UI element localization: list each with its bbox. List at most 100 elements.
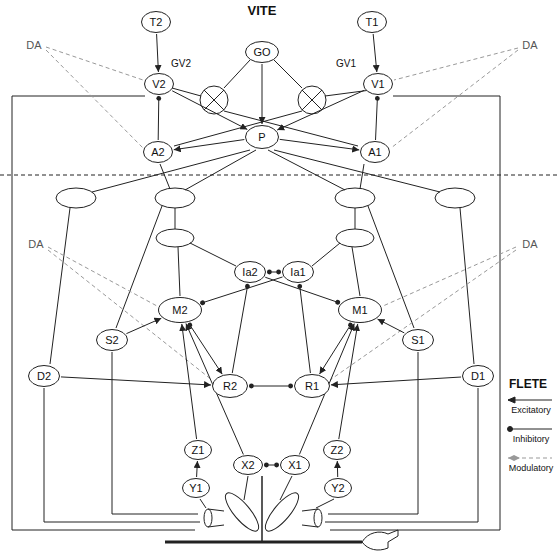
node-ellipse (403, 330, 434, 351)
neuron-node: V1 (363, 73, 393, 95)
node-ellipse (324, 441, 351, 460)
node-label: T2 (141, 11, 171, 33)
unit (435, 188, 475, 208)
synapse-connector (373, 34, 377, 72)
hand (362, 530, 398, 550)
muscle (260, 488, 303, 535)
muscle (220, 488, 263, 535)
node-ellipse (234, 456, 263, 475)
synapse-connector (299, 284, 310, 373)
node-label: S1 (402, 329, 434, 351)
node-ellipse (295, 375, 330, 398)
spindle (302, 509, 318, 527)
feedback-wire (200, 476, 334, 508)
node-label: Y1 (182, 478, 210, 498)
synapse-connector (337, 461, 338, 477)
model-title: FLETE (509, 377, 547, 391)
neuron-node: Ia1 (282, 261, 314, 283)
limb-bar (165, 541, 362, 544)
wire (50, 206, 474, 364)
node-ellipse (145, 74, 174, 95)
node-ellipse (142, 12, 171, 33)
node-label: S2 (96, 329, 128, 351)
modulator-label: DA (522, 39, 537, 51)
unit (156, 229, 194, 247)
neuron-node: P (245, 125, 279, 149)
wire (175, 208, 355, 229)
legend-text: Modulatory (509, 463, 554, 473)
node-label: Z1 (184, 440, 212, 460)
synapse-connector (174, 140, 245, 150)
synapse-connector (280, 139, 360, 150)
synapse-connector (189, 323, 223, 374)
neuron-node: Y2 (324, 478, 352, 498)
node-label: X2 (233, 455, 263, 475)
legend-samples (508, 397, 553, 461)
node-ellipse (325, 479, 352, 498)
unit (335, 188, 375, 208)
neuron-node: M1 (338, 297, 382, 323)
synapse-connector (339, 324, 358, 439)
neuron-node: M2 (158, 297, 202, 323)
synapse-connector (182, 324, 197, 439)
synapse-connector (378, 319, 405, 333)
multiplier-cross (204, 90, 224, 110)
node-ellipse (281, 456, 310, 475)
neuron-node: A1 (360, 141, 390, 163)
synapse-connector (320, 323, 352, 374)
node-ellipse (358, 12, 387, 33)
modulator-label: DA (522, 238, 537, 250)
node-ellipse (185, 441, 212, 460)
node-ellipse (144, 142, 173, 163)
synapse-connector (157, 34, 159, 72)
wire (160, 164, 364, 189)
neuron-node: T1 (357, 11, 387, 33)
node-label: M1 (338, 297, 382, 323)
node-label: P (245, 125, 279, 149)
node-label: Ia1 (282, 261, 314, 283)
wire (325, 352, 478, 522)
spindle (204, 509, 212, 527)
legend-text: Inhibitory (513, 434, 550, 444)
neuron-node: Z2 (323, 440, 351, 460)
node-ellipse (213, 375, 248, 398)
modulator-label: DA (28, 238, 43, 250)
synapse-connector (232, 284, 248, 373)
neuron-node: S2 (96, 329, 128, 351)
node-label: M2 (158, 297, 202, 323)
unit (155, 188, 195, 208)
synapse-connector (262, 64, 263, 124)
model-title: VITE (248, 3, 277, 18)
node-ellipse (97, 330, 128, 351)
synapse-connector (264, 465, 279, 466)
node-label: A2 (143, 141, 173, 163)
neuron-node: D2 (28, 365, 60, 387)
node-label: T1 (357, 11, 387, 33)
gv-wire (12, 96, 500, 530)
neuron-node: Ia2 (234, 261, 266, 283)
neuron-node: X1 (280, 455, 310, 475)
node-ellipse (339, 298, 382, 323)
node-ellipse (183, 479, 210, 498)
node-label: R2 (212, 374, 248, 398)
node-label: V1 (363, 73, 393, 95)
node-ellipse (364, 74, 393, 95)
node-ellipse (246, 42, 279, 63)
neuron-node: R1 (294, 374, 330, 398)
node-label: Ia2 (234, 261, 266, 283)
signal-label: GV1 (336, 58, 356, 69)
node-label: A1 (360, 141, 390, 163)
divider-line (0, 175, 560, 176)
multiplier (200, 86, 228, 114)
modulatory-leaders (46, 47, 518, 380)
neuron-node: X2 (233, 455, 263, 475)
neuron-node: V2 (144, 73, 174, 95)
wire (178, 243, 360, 296)
synapse-connector (196, 461, 198, 477)
synapse-connector (126, 318, 161, 333)
synapse-connector (267, 272, 281, 273)
spindle (314, 509, 322, 527)
